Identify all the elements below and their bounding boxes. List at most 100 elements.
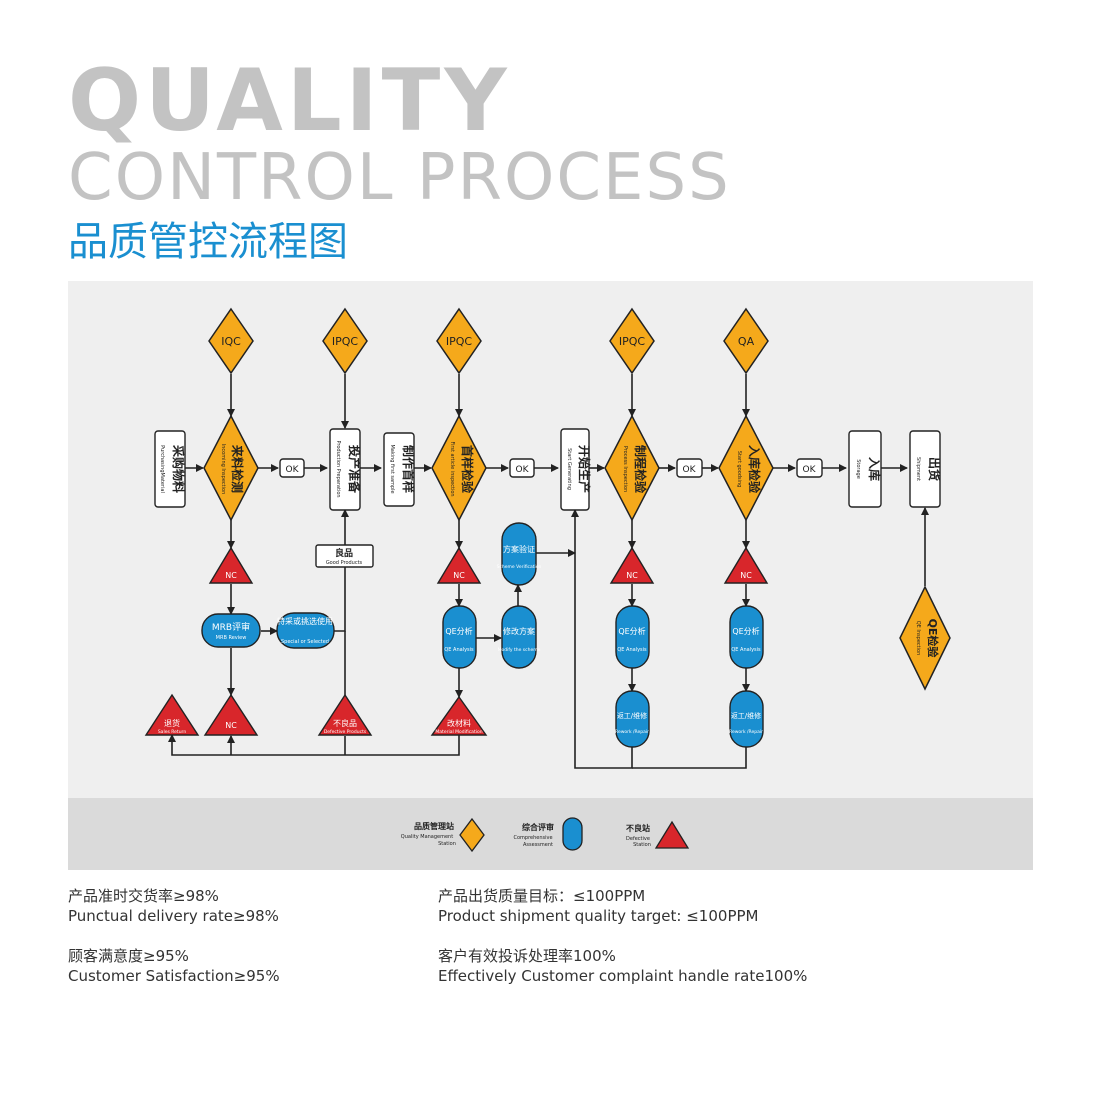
legend-station-en2: Station xyxy=(438,841,456,847)
process-start-generating: 开始生产 Start Generating xyxy=(560,428,592,511)
ok-box-2: OK xyxy=(509,458,535,478)
stat-satisfaction: 顾客满意度≥95% Customer Satisfaction≥95% xyxy=(68,946,280,986)
defect-sales-return-en: Sales Return xyxy=(158,729,186,735)
assessment-scheme-verify-cn: 方案验证 xyxy=(503,544,535,554)
inspection-first-article-cn: 首样检验 xyxy=(460,445,475,494)
connector xyxy=(632,747,747,769)
inspection-qe: QE检验 QE Inspection xyxy=(899,585,951,691)
stat-delivery-cn: 产品准时交货率≥98% xyxy=(68,887,219,905)
assessment-mrb-en: MRB Review xyxy=(216,635,247,641)
defect-material-modification-en: Material Modification xyxy=(435,729,482,735)
process-purchasing-cn: 采购物料 xyxy=(171,444,186,493)
process-storage: 入库 Storage xyxy=(848,430,882,508)
stat-satisfaction-en: Customer Satisfaction≥95% xyxy=(68,967,280,985)
station-ipqc-2: IPQC xyxy=(436,307,482,375)
process-storage-en: Storage xyxy=(855,459,861,479)
ok-label-1: OK xyxy=(286,465,300,475)
ok-label-3: OK xyxy=(683,465,697,475)
inspection-storage-en: Start goodsing xyxy=(736,451,742,488)
stat-satisfaction-cn: 顾客满意度≥95% xyxy=(68,947,189,965)
inspection-storage-cn: 入库检验 xyxy=(747,445,762,494)
defect-nc-label: NC xyxy=(225,721,237,730)
stat-complaint: 客户有效投诉处理率100% Effectively Customer compl… xyxy=(438,946,807,986)
process-first-sample-en: Making first sample xyxy=(389,444,395,493)
ok-label-4: OK xyxy=(803,465,817,475)
connector xyxy=(168,734,460,756)
process-production-prep-cn: 投产准备 xyxy=(347,445,362,494)
inspection-incoming: 来料检测 Incoming Inspection xyxy=(203,414,259,522)
process-first-sample: 制作首样 Making first sample xyxy=(383,432,416,507)
inspection-qe-cn: QE检验 xyxy=(926,619,940,659)
stat-complaint-cn: 客户有效投诉处理率100% xyxy=(438,947,616,965)
assessment-rework-process: 返工/维修 Rework /Repair xyxy=(615,690,650,748)
inspection-first-article: 首样检验 First article inspection xyxy=(431,414,487,522)
nc-storage: NC xyxy=(723,546,769,584)
nc-label: NC xyxy=(626,571,638,580)
process-storage-cn: 入库 xyxy=(867,457,882,481)
inspection-first-article-en: First article inspection xyxy=(449,441,455,496)
station-ipqc-1-label: IPQC xyxy=(332,335,359,348)
stat-quality-cn: 产品出货质量目标：≤100PPM xyxy=(438,887,646,905)
inspection-storage: 入库检验 Start goodsing xyxy=(718,414,774,522)
connectors xyxy=(168,374,929,769)
stat-quality-en: Product shipment quality target: ≤100PPM xyxy=(438,907,759,925)
legend-capsule-icon xyxy=(562,817,583,851)
inspection-incoming-en: Incoming Inspection xyxy=(220,444,226,494)
inspection-process-en: Process Inspection xyxy=(622,446,628,492)
process-shipment-cn: 出货 xyxy=(927,457,942,481)
nc-first-article: NC xyxy=(436,546,482,584)
legend-assessment-cn: 综合评审 xyxy=(522,822,554,832)
assessment-qe-storage: QE分析 QE Analysis xyxy=(729,605,764,669)
defect-sales-return-cn: 退货 xyxy=(164,718,180,728)
assessment-qe-cn: QE分析 xyxy=(618,626,645,636)
stat-complaint-en: Effectively Customer complaint handle ra… xyxy=(438,967,808,985)
legend-defective-en1: Defective xyxy=(626,836,650,842)
legend-band xyxy=(68,798,1033,870)
assessment-modify-scheme: 修改方案 Modify the scheme xyxy=(498,605,541,669)
process-production-prep-en: Production Preparation xyxy=(335,440,341,497)
process-purchasing: 采购物料 PurchasingMaterial xyxy=(154,430,186,508)
assessment-special-en: Special or Selected xyxy=(281,639,329,645)
station-iqc-label: IQC xyxy=(221,335,241,348)
defect-defective-products-en: Defective Products xyxy=(324,729,367,735)
defect-sales-return: 退货 Sales Return xyxy=(144,693,200,736)
stat-delivery-en: Punctual delivery rate≥98% xyxy=(68,907,279,925)
assessment-qe-en: QE Analysis xyxy=(731,647,761,653)
assessment-qe-process: QE分析 QE Analysis xyxy=(615,605,650,669)
ok-box-1: OK xyxy=(279,458,305,478)
process-start-generating-cn: 开始生产 xyxy=(577,445,592,493)
title-control-process: CONTROL PROCESS xyxy=(68,141,731,215)
nc-incoming: NC xyxy=(208,546,254,584)
defect-defective-products: 不良品 Defective Products xyxy=(317,693,373,736)
process-production-prep: 投产准备 Production Preparation xyxy=(329,428,362,511)
defect-defective-products-cn: 不良品 xyxy=(333,718,357,728)
process-shipment: 出货 Shipment xyxy=(909,430,942,508)
inspection-process: 制程检验 Process Inspection xyxy=(604,414,660,522)
stat-delivery: 产品准时交货率≥98% Punctual delivery rate≥98% xyxy=(68,886,279,926)
assessment-rework-cn: 返工/维修 xyxy=(617,711,647,720)
assessment-special: 特采或挑选使用 Special or Selected xyxy=(276,612,335,649)
legend-defective-en2: Station xyxy=(633,842,651,848)
station-qa: QA xyxy=(723,307,769,375)
assessment-rework-en: Rework /Repair xyxy=(615,729,649,735)
connector xyxy=(571,509,633,769)
defect-material-modification-cn: 改材料 xyxy=(447,718,471,728)
process-start-generating-en: Start Generating xyxy=(566,448,572,490)
assessment-qe-en: QE Analysis xyxy=(444,647,474,653)
defect-material-modification: 改材料 Material Modification xyxy=(430,695,488,736)
connector xyxy=(334,567,346,632)
nc-label: NC xyxy=(225,571,237,580)
ok-label-2: OK xyxy=(516,465,530,475)
assessment-special-cn: 特采或挑选使用 xyxy=(277,616,333,626)
process-first-sample-cn: 制作首样 xyxy=(401,445,416,493)
legend-assessment: 综合评审 Comprehensive Assessment xyxy=(513,817,583,851)
inspection-process-cn: 制程检验 xyxy=(633,445,648,494)
inspection-incoming-cn: 来料检测 xyxy=(230,444,245,493)
process-purchasing-en: PurchasingMaterial xyxy=(159,445,165,493)
legend-defective: 不良站 Defective Station xyxy=(626,820,690,849)
legend-station-en1: Quality Management xyxy=(401,834,453,840)
assessment-qe-first: QE分析 QE Analysis xyxy=(442,605,477,669)
ok-box-4: OK xyxy=(796,458,823,478)
legend-triangle-icon xyxy=(654,820,690,849)
